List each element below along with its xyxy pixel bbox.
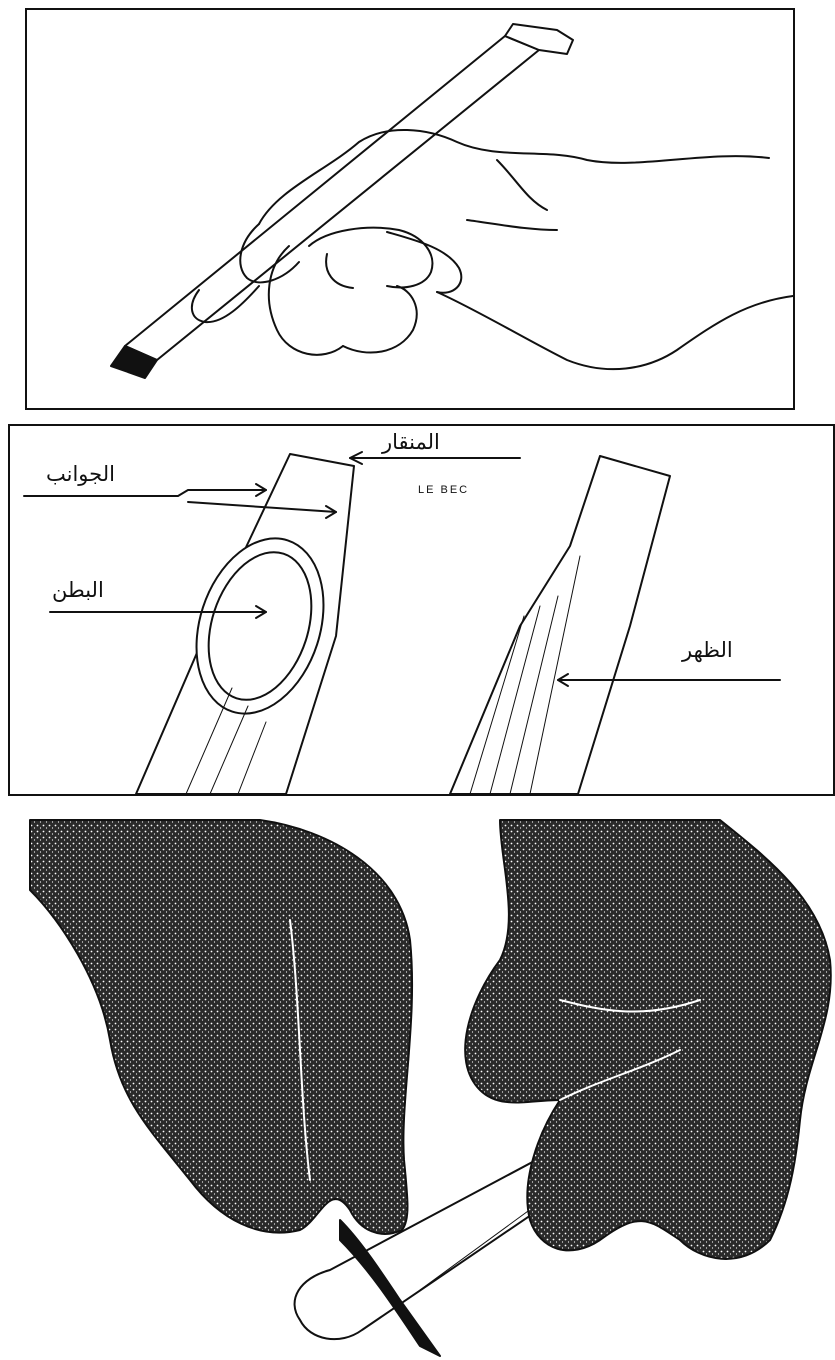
nib-french-label: LE BEC — [418, 484, 469, 496]
left-hand — [30, 820, 412, 1234]
hand-holding-pen-drawing — [27, 10, 793, 408]
side-view-pen — [450, 456, 670, 794]
sides-label: الجوانب — [46, 462, 115, 486]
pen-anatomy-drawing — [10, 426, 833, 794]
back-label: الظهر — [682, 638, 733, 662]
hands-cutting-pen-drawing — [0, 800, 835, 1360]
sides-leader — [24, 490, 266, 496]
belly-label: البطن — [52, 578, 104, 602]
pen-cutting-panel — [0, 800, 835, 1360]
nib-label: المنقار — [382, 430, 440, 454]
pen-anatomy-panel: المنقار LE BEC الجوانب البطن الظهر — [8, 424, 835, 796]
pen-grip-panel — [25, 8, 795, 410]
